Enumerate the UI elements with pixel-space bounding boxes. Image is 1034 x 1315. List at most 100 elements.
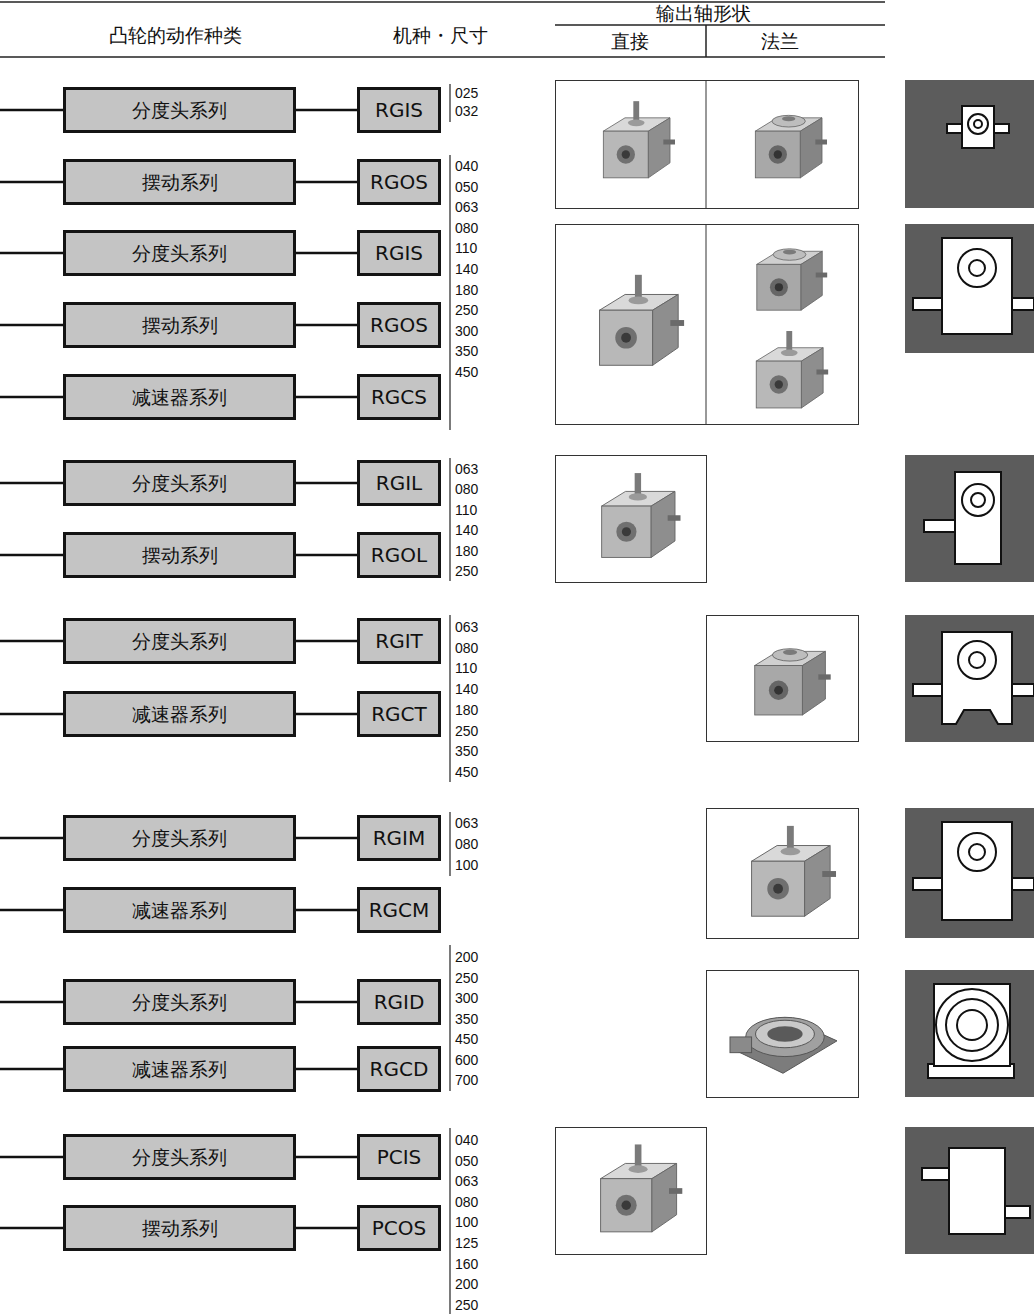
- series-box: 减速器系列: [63, 691, 296, 737]
- model-box: RGCT: [357, 691, 441, 737]
- connector-line: [296, 1156, 357, 1159]
- size-number: 350: [455, 1010, 478, 1028]
- size-number: 040: [455, 1131, 478, 1149]
- size-number: 450: [455, 763, 478, 781]
- model-name: RGOS: [370, 313, 428, 337]
- model-box: RGCD: [357, 1046, 441, 1092]
- size-number: 250: [455, 1296, 478, 1314]
- size-number: 180: [455, 281, 478, 299]
- size-number: 180: [455, 701, 478, 719]
- size-number: 040: [455, 157, 478, 175]
- model-box: RGIT: [357, 618, 441, 664]
- size-number: 080: [455, 1193, 478, 1211]
- size-number: 080: [455, 219, 478, 237]
- size-number: 110: [455, 501, 477, 519]
- connector-line: [296, 1227, 357, 1230]
- size-number: 140: [455, 521, 478, 539]
- model-box: RGCS: [357, 374, 441, 420]
- header-rules: [0, 2, 885, 57]
- series-box: 减速器系列: [63, 374, 296, 420]
- size-number: 450: [455, 363, 478, 381]
- model-name: RGIT: [375, 629, 423, 653]
- series-box: 摆动系列: [63, 1205, 296, 1251]
- size-number: 300: [455, 322, 478, 340]
- size-number: 350: [455, 342, 478, 360]
- header-label: 输出轴形状: [654, 4, 753, 22]
- photo-frames: [556, 80, 859, 1255]
- header-label: 机种・尺寸: [391, 26, 490, 44]
- size-number: 250: [455, 301, 478, 319]
- size-brackets: [449, 84, 450, 1314]
- series-box: 减速器系列: [63, 1046, 296, 1092]
- size-number: 110: [455, 239, 477, 257]
- series-box: 分度头系列: [63, 230, 296, 276]
- size-number: 350: [455, 742, 478, 760]
- model-box: RGOS: [357, 159, 441, 205]
- size-number: 250: [455, 969, 478, 987]
- connector-line: [296, 181, 357, 184]
- model-name: RGIS: [375, 98, 423, 122]
- series-name: 分度头系列: [132, 242, 227, 265]
- size-number: 063: [455, 814, 478, 832]
- size-number: 025: [455, 84, 478, 102]
- connector-line: [296, 396, 357, 399]
- model-box: RGIM: [357, 815, 441, 861]
- connector-line: [296, 324, 357, 327]
- model-box: RGIS: [357, 230, 441, 276]
- header-label: 法兰: [759, 32, 801, 50]
- type-icons: [905, 80, 1034, 1254]
- model-name: RGOS: [370, 170, 428, 194]
- connector-line: [296, 554, 357, 557]
- header-label: 凸轮的动作种类: [107, 26, 244, 44]
- model-name: PCOS: [372, 1216, 426, 1240]
- series-name: 摆动系列: [142, 1217, 218, 1240]
- series-name: 减速器系列: [132, 386, 227, 409]
- model-name: RGIM: [373, 826, 426, 850]
- model-box: PCIS: [357, 1134, 441, 1180]
- connector-line: [296, 252, 357, 255]
- connector-line: [296, 1001, 357, 1004]
- size-number: 080: [455, 480, 478, 498]
- model-name: RGCD: [370, 1057, 429, 1081]
- size-number: 100: [455, 856, 478, 874]
- size-number: 050: [455, 1152, 478, 1170]
- model-name: PCIS: [377, 1145, 422, 1169]
- series-name: 分度头系列: [132, 991, 227, 1014]
- model-box: RGID: [357, 979, 441, 1025]
- series-box: 分度头系列: [63, 1134, 296, 1180]
- model-name: RGCM: [369, 898, 430, 922]
- series-name: 减速器系列: [132, 703, 227, 726]
- series-box: 分度头系列: [63, 87, 296, 133]
- size-number: 140: [455, 680, 478, 698]
- size-number: 200: [455, 1275, 478, 1293]
- series-box: 分度头系列: [63, 460, 296, 506]
- series-name: 分度头系列: [132, 472, 227, 495]
- series-name: 减速器系列: [132, 1058, 227, 1081]
- size-number: 250: [455, 562, 478, 580]
- connector-line: [296, 909, 357, 912]
- series-name: 分度头系列: [132, 630, 227, 653]
- connector-line: [296, 713, 357, 716]
- size-number: 600: [455, 1051, 478, 1069]
- series-box: 减速器系列: [63, 887, 296, 933]
- size-number: 125: [455, 1234, 478, 1252]
- size-number: 450: [455, 1030, 478, 1048]
- model-name: RGID: [374, 990, 425, 1014]
- series-box: 摆动系列: [63, 302, 296, 348]
- connector-line: [296, 482, 357, 485]
- size-number: 063: [455, 1172, 478, 1190]
- series-name: 减速器系列: [132, 899, 227, 922]
- left-feed-lines: [0, 110, 64, 1228]
- series-box: 分度头系列: [63, 815, 296, 861]
- series-name: 摆动系列: [142, 171, 218, 194]
- size-number: 080: [455, 639, 478, 657]
- series-box: 摆动系列: [63, 532, 296, 578]
- size-number: 180: [455, 542, 478, 560]
- header-label: 直接: [609, 32, 651, 50]
- connector-line: [296, 109, 357, 112]
- size-number: 032: [455, 102, 478, 120]
- connector-line: [296, 837, 357, 840]
- series-name: 摆动系列: [142, 314, 218, 337]
- model-name: RGCS: [371, 385, 427, 409]
